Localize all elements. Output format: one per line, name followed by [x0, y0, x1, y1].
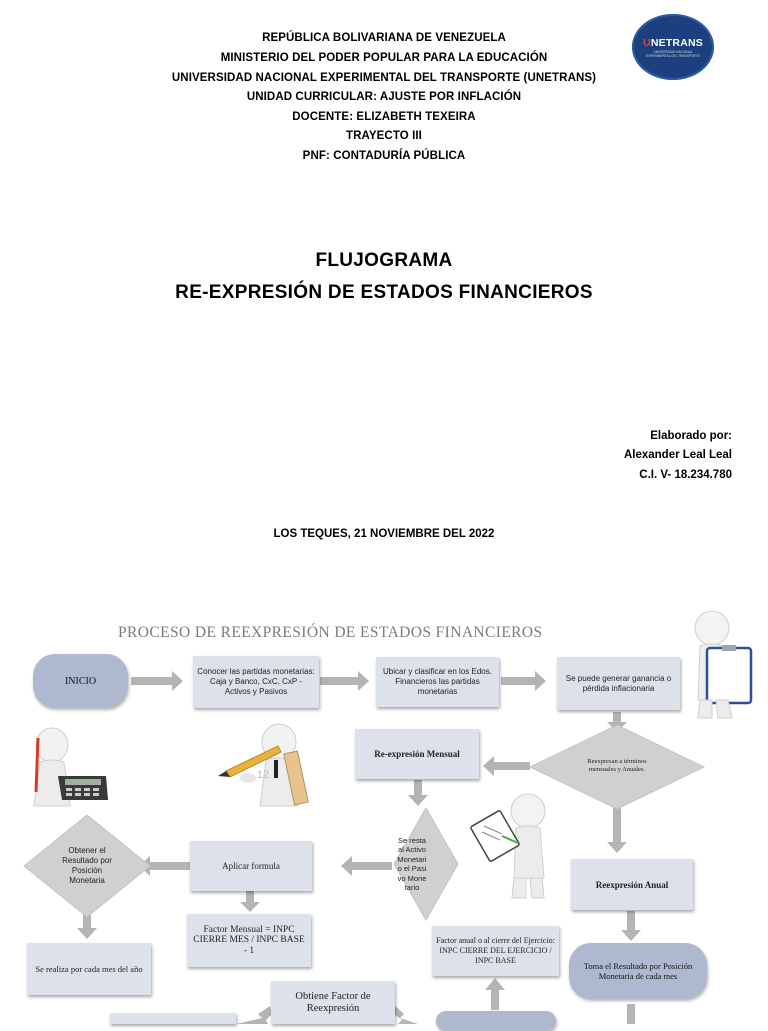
- header-line-6: TRAYECTO III: [346, 130, 422, 142]
- arrow-toma-down: [627, 1004, 635, 1024]
- person-checklist-icon: [470, 793, 546, 899]
- mensual-box: Re-expresión Mensual: [355, 729, 479, 779]
- calculator-number: 12: [256, 769, 270, 781]
- arrow-conocer-ubicar: [320, 671, 369, 691]
- conocer-box: Conocer las partidas monetarias: Caja y …: [193, 656, 319, 708]
- header-line-7: PNF: CONTADURÍA PÚBLICA: [302, 150, 466, 162]
- obtener-resultado-text: Obtener el Resultado por Posición Moneta…: [62, 846, 112, 885]
- obtiene-factor-box: Obtiene Factor de Reexpresión: [271, 981, 395, 1024]
- arrow-diamond-mensual: [483, 756, 530, 776]
- page-subtitle: RE-EXPRESIÓN DE ESTADOS FINANCIEROS: [175, 282, 593, 303]
- logo-text: UNETRANS: [643, 37, 703, 49]
- bottom-left-box: [110, 1013, 236, 1024]
- diamond-resta: [393, 806, 459, 922]
- arrow-obtener-cadames: [77, 914, 97, 939]
- header-line-3: UNIVERSIDAD NACIONAL EXPERIMENTAL DEL TR…: [171, 72, 597, 84]
- resta-text: Se resta al Activo Monetario el Pasivo M…: [397, 835, 427, 893]
- place-date: LOS TEQUES, 21 NOVIEMBRE DEL 2022: [273, 528, 495, 540]
- arrow-diamond-anual: [607, 804, 627, 853]
- cada-mes-box: Se realiza por cada mes del año: [27, 943, 151, 995]
- header-line-1: REPÚBLICA BOLIVARIANA DE VENEZUELA: [262, 32, 506, 44]
- anual-box: Reexpresión Anual: [571, 859, 693, 910]
- unetrans-logo: UNETRANS UNIVERSIDAD NACIONAL EXPERIMENT…: [632, 14, 714, 80]
- arrow-obtiene-right: [394, 1006, 418, 1024]
- page-title: FLUJOGRAMA: [315, 250, 453, 271]
- arrow-aplicar-factor: [240, 891, 260, 912]
- person-pencil-ruler-icon: [218, 723, 309, 807]
- header-line-4: UNIDAD CURRICULAR: AJUSTE POR INFLACIÓN: [246, 91, 522, 103]
- aplicar-box: Aplicar formula: [190, 841, 312, 891]
- arrow-to-factor-anual: [485, 978, 505, 1010]
- diamond-reexpresan: [528, 724, 706, 810]
- arrow-mensual-resta: [408, 780, 428, 806]
- reexpresan-text: Reexpresan a términos mensuales y Anuale…: [587, 758, 647, 773]
- diamond-obtener: [23, 814, 151, 918]
- toma-resultado-node: Toma el Resultado por Posición Monetaria…: [569, 943, 707, 999]
- arrow-aplicar-obtener: [139, 856, 190, 876]
- logo-subtext: UNIVERSIDAD NACIONAL EXPERIMENTAL DEL TR…: [646, 49, 700, 58]
- author-label: Elaborado por:: [650, 430, 732, 442]
- person-clipboard-icon: [694, 610, 753, 719]
- author-id: C.I. V- 18.234.780: [639, 469, 732, 481]
- header-line-2: MINISTERIO DEL PODER POPULAR PARA LA EDU…: [220, 52, 548, 64]
- ubicar-box: Ubicar y clasificar en los Edos. Financi…: [376, 657, 499, 707]
- bottom-center-node: [436, 1011, 556, 1031]
- header-line-5: DOCENTE: ELIZABETH TEXEIRA: [292, 111, 476, 123]
- flowchart-title: PROCESO DE REEXPRESIÓN DE ESTADOS FINANC…: [118, 624, 543, 641]
- person-calculator-icon: [33, 727, 108, 807]
- ganancia-box: Se puede generar ganancia o pérdida infl…: [557, 657, 680, 710]
- inicio-node: INICIO: [33, 654, 128, 708]
- arrow-obtiene-left: [236, 1006, 272, 1024]
- arrow-inicio-conocer: [131, 671, 183, 691]
- factor-mensual-box: Factor Mensual = INPC CIERRE MES / INPC …: [187, 914, 311, 967]
- arrow-resta-aplicar: [341, 856, 392, 876]
- logo-initial: U: [643, 36, 651, 49]
- arrow-ubicar-ganancia: [501, 671, 546, 691]
- author-name: Alexander Leal Leal: [623, 449, 732, 461]
- arrow-anual-toma: [621, 911, 641, 941]
- factor-anual-box: Factor anual o al cierre del Ejercicio: …: [432, 926, 559, 976]
- logo-main: NETRANS: [650, 36, 703, 49]
